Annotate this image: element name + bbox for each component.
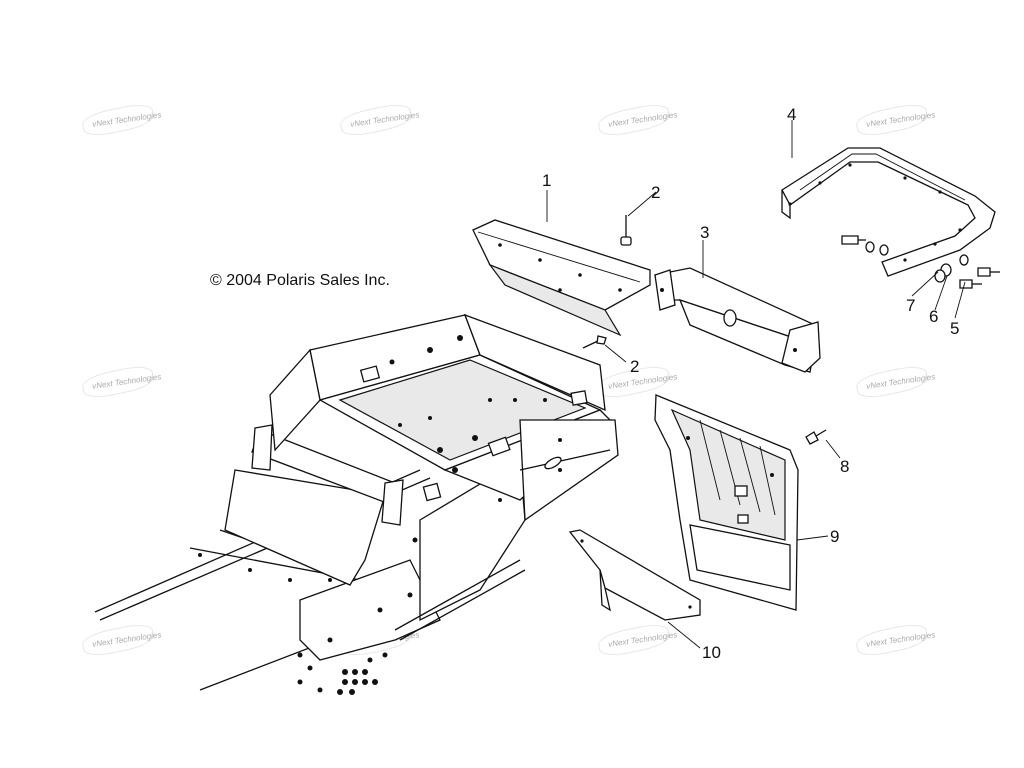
callout-7: 7	[906, 296, 915, 315]
copyright-text: © 2004 Polaris Sales Inc.	[210, 272, 390, 289]
leader-lines	[546, 120, 966, 649]
callout-4: 4	[787, 105, 796, 124]
chassis-holes	[198, 335, 562, 695]
callout-labels: 1 2 2 3 4 5 6 7 8 9 10	[542, 105, 959, 662]
callout-2-mid: 2	[630, 357, 639, 376]
callout-3: 3	[700, 223, 709, 242]
part-1-storage-lid	[472, 219, 651, 337]
part-9-snowflap	[654, 394, 799, 611]
part-4-bumper	[781, 147, 996, 277]
part-5-bolts	[841, 235, 1000, 289]
part-8-rivet	[805, 429, 827, 445]
callout-8: 8	[840, 457, 849, 476]
callout-10: 10	[702, 643, 721, 662]
callout-1: 1	[542, 171, 551, 190]
callout-6: 6	[929, 307, 938, 326]
callout-5: 5	[950, 319, 959, 338]
chassis-tunnel	[94, 313, 619, 695]
callout-2-top: 2	[651, 183, 660, 202]
part-2-rivet-mid	[582, 335, 607, 349]
callout-9: 9	[830, 527, 839, 546]
part-3-bracket	[654, 267, 821, 373]
part-2-rivet-top	[620, 215, 632, 246]
part-10-plate	[568, 529, 701, 621]
